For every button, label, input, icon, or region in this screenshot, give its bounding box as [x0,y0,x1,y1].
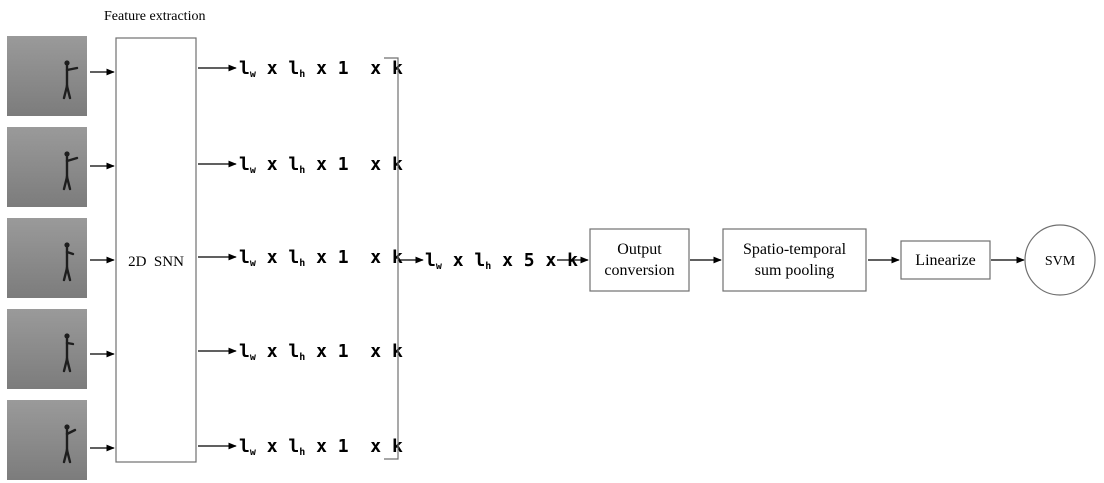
pooling-line2: sum pooling [755,262,835,279]
linearize-box [900,240,991,280]
feature-map-label: lw x lh x 1 x k [239,154,403,176]
feature-map-label: lw x lh x 1 x k [239,58,403,80]
merged-feature-label: lw x lh x 5 x k [425,250,578,272]
linearize-label: Linearize [915,252,975,269]
feature-map-label: lw x lh x 1 x k [239,436,403,458]
snn-box [115,37,197,463]
concat-bracket [384,57,399,460]
feature-extraction-title: Feature extraction [104,9,205,24]
pooling-box [722,228,867,292]
snn-label: 2D SNN [128,254,184,270]
feature-maps: lw x lh x 1 x k lw x lh x 1 x k lw x lh … [239,58,403,458]
output-conversion-box [589,228,690,292]
feature-map-label: lw x lh x 1 x k [239,247,403,269]
pooling-line1: Spatio-temporal [743,241,847,258]
frame-arrows [90,68,115,452]
feature-map-label: lw x lh x 1 x k [239,341,403,363]
video-frames [7,36,87,480]
svm-circle [1024,224,1096,296]
svm-label: SVM [1045,254,1076,269]
snn-output-arrows [198,64,237,450]
output-conversion-line2: conversion [604,262,674,279]
video-frame [7,36,87,116]
video-frame [7,309,87,389]
output-conversion-line1: Output [617,241,662,258]
video-frame [7,400,87,480]
video-frame [7,218,87,298]
video-frame [7,127,87,207]
